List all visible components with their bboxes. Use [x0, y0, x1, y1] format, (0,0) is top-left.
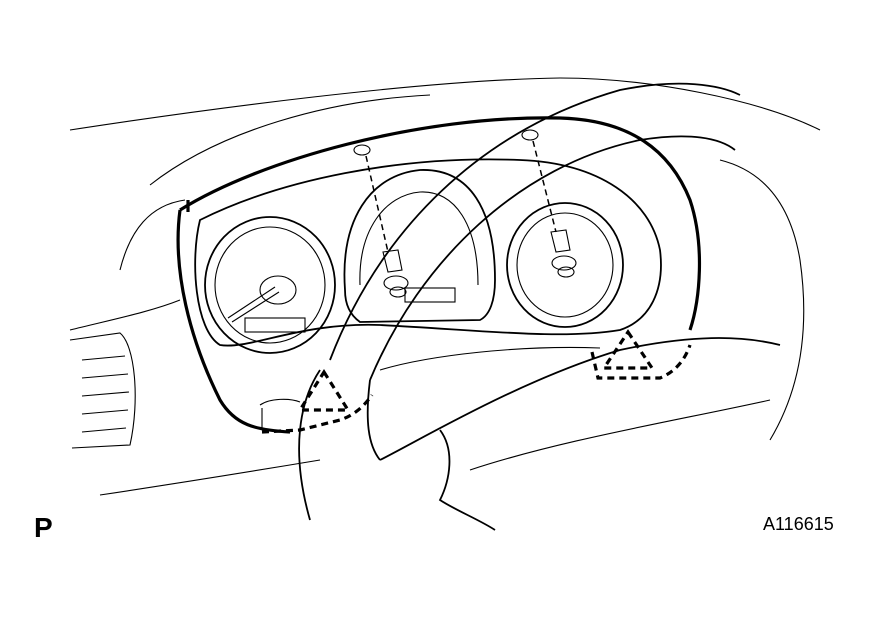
figure-id: A116615	[763, 514, 834, 534]
left-lower-clip-triangle	[297, 369, 351, 412]
center-gauge	[343, 169, 496, 323]
right-gauge	[506, 202, 624, 328]
steering-wheel	[298, 82, 781, 531]
right-lower-clip-triangle	[601, 329, 655, 370]
left-lower-clip-bracket	[261, 394, 374, 434]
cluster-body	[194, 158, 662, 347]
dashboard-outline	[69, 77, 821, 496]
upper-right-screw	[521, 129, 577, 278]
panel-letter: P	[34, 512, 53, 543]
left-gauge	[204, 216, 336, 354]
cluster-hood	[176, 116, 702, 434]
upper-left-screw	[353, 144, 409, 298]
lower-trim	[259, 346, 601, 430]
right-lower-clip-bracket	[590, 344, 692, 380]
air-vent	[69, 332, 136, 449]
